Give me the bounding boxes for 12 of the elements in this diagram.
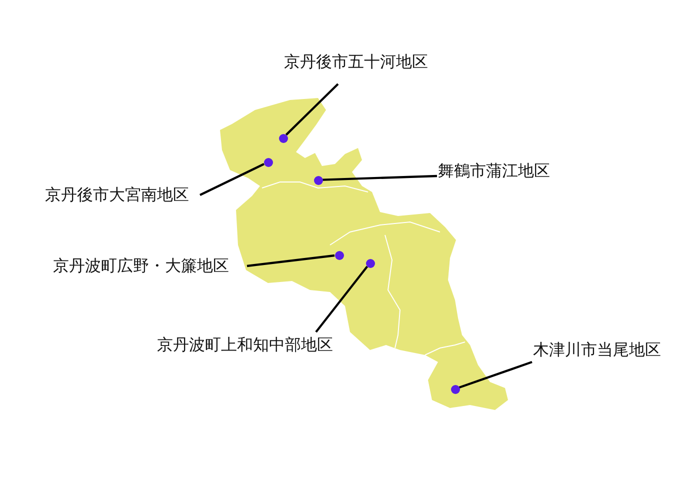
leader-line xyxy=(315,266,368,333)
place-label: 舞鶴市蒲江地区 xyxy=(438,161,550,181)
leader-line xyxy=(285,83,339,136)
leader-line xyxy=(322,174,438,181)
place-label: 京丹後市大宮南地区 xyxy=(45,185,189,205)
leader-line xyxy=(246,254,335,268)
place-label: 京丹後市五十河地区 xyxy=(284,52,428,72)
leader-line xyxy=(458,360,532,389)
place-label: 京丹波町上和知中部地区 xyxy=(157,335,333,355)
place-label: 京丹波町広野・大簾地区 xyxy=(53,256,229,276)
place-label: 木津川市当尾地区 xyxy=(533,340,661,360)
leader-line xyxy=(200,163,264,196)
